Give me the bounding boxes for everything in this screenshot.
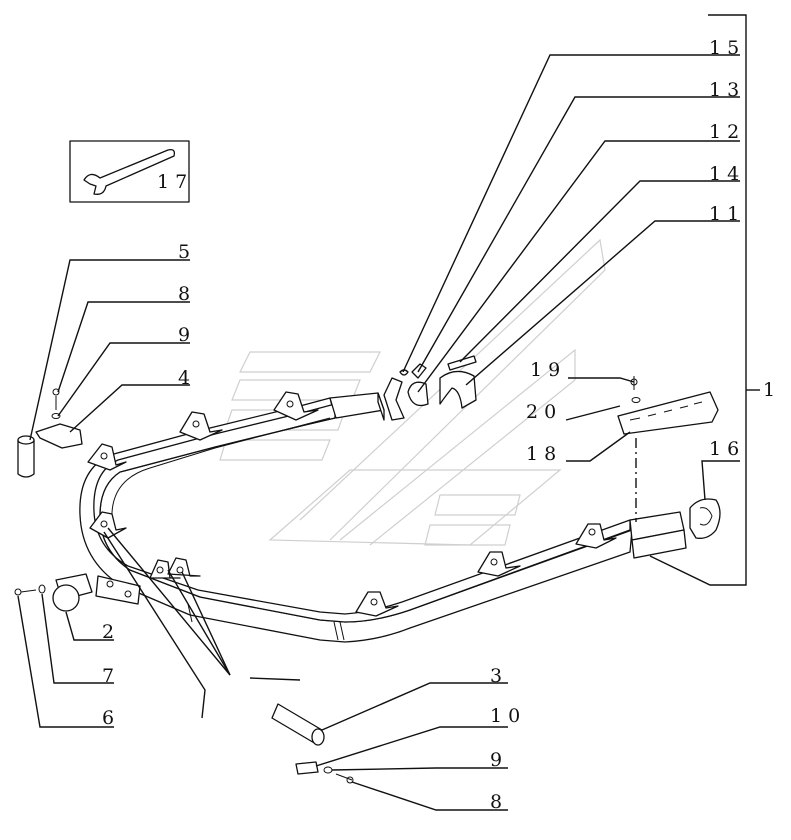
callout-12: 1 2 [709, 121, 739, 143]
clamp-right [689, 498, 721, 539]
callout-17: 1 7 [157, 171, 187, 193]
pin-part-5 [17, 435, 35, 478]
callout-18: 1 8 [526, 443, 556, 465]
callout-8-top: 8 [178, 283, 190, 305]
callout-20: 2 0 [526, 401, 556, 423]
callout-9-bottom: 9 [490, 749, 502, 771]
callout-7: 7 [102, 665, 114, 687]
bolt-washer-plate-left [35, 388, 83, 449]
callout-11: 1 1 [709, 203, 739, 225]
callout-15: 1 5 [709, 37, 739, 59]
clamp-left [383, 377, 405, 421]
callout-10: 1 0 [490, 705, 520, 727]
callout-14: 1 4 [709, 163, 739, 185]
cap-part-2 [14, 573, 141, 612]
callout-6: 6 [102, 707, 114, 729]
callout-3: 3 [490, 665, 502, 687]
callout-9-top: 9 [178, 324, 190, 346]
callout-1: 1 [763, 379, 775, 401]
callout-8-bottom: 8 [490, 791, 502, 813]
rack-plate [617, 376, 719, 435]
frame-brackets [87, 391, 617, 617]
callout-4: 4 [178, 367, 190, 389]
callout-5: 5 [178, 241, 190, 263]
callout-16: 1 6 [709, 438, 739, 460]
callout-labels: 1 5 1 3 1 2 1 4 1 1 1 1 7 5 8 9 4 1 9 2 … [102, 37, 775, 813]
wrench-box [69, 140, 190, 203]
callout-19: 1 9 [530, 359, 560, 381]
pin-part-3 [271, 703, 354, 784]
clamp-parts [399, 355, 477, 409]
callout-2: 2 [102, 621, 114, 643]
leader-lines [17, 14, 760, 811]
callout-13: 1 3 [709, 79, 739, 101]
